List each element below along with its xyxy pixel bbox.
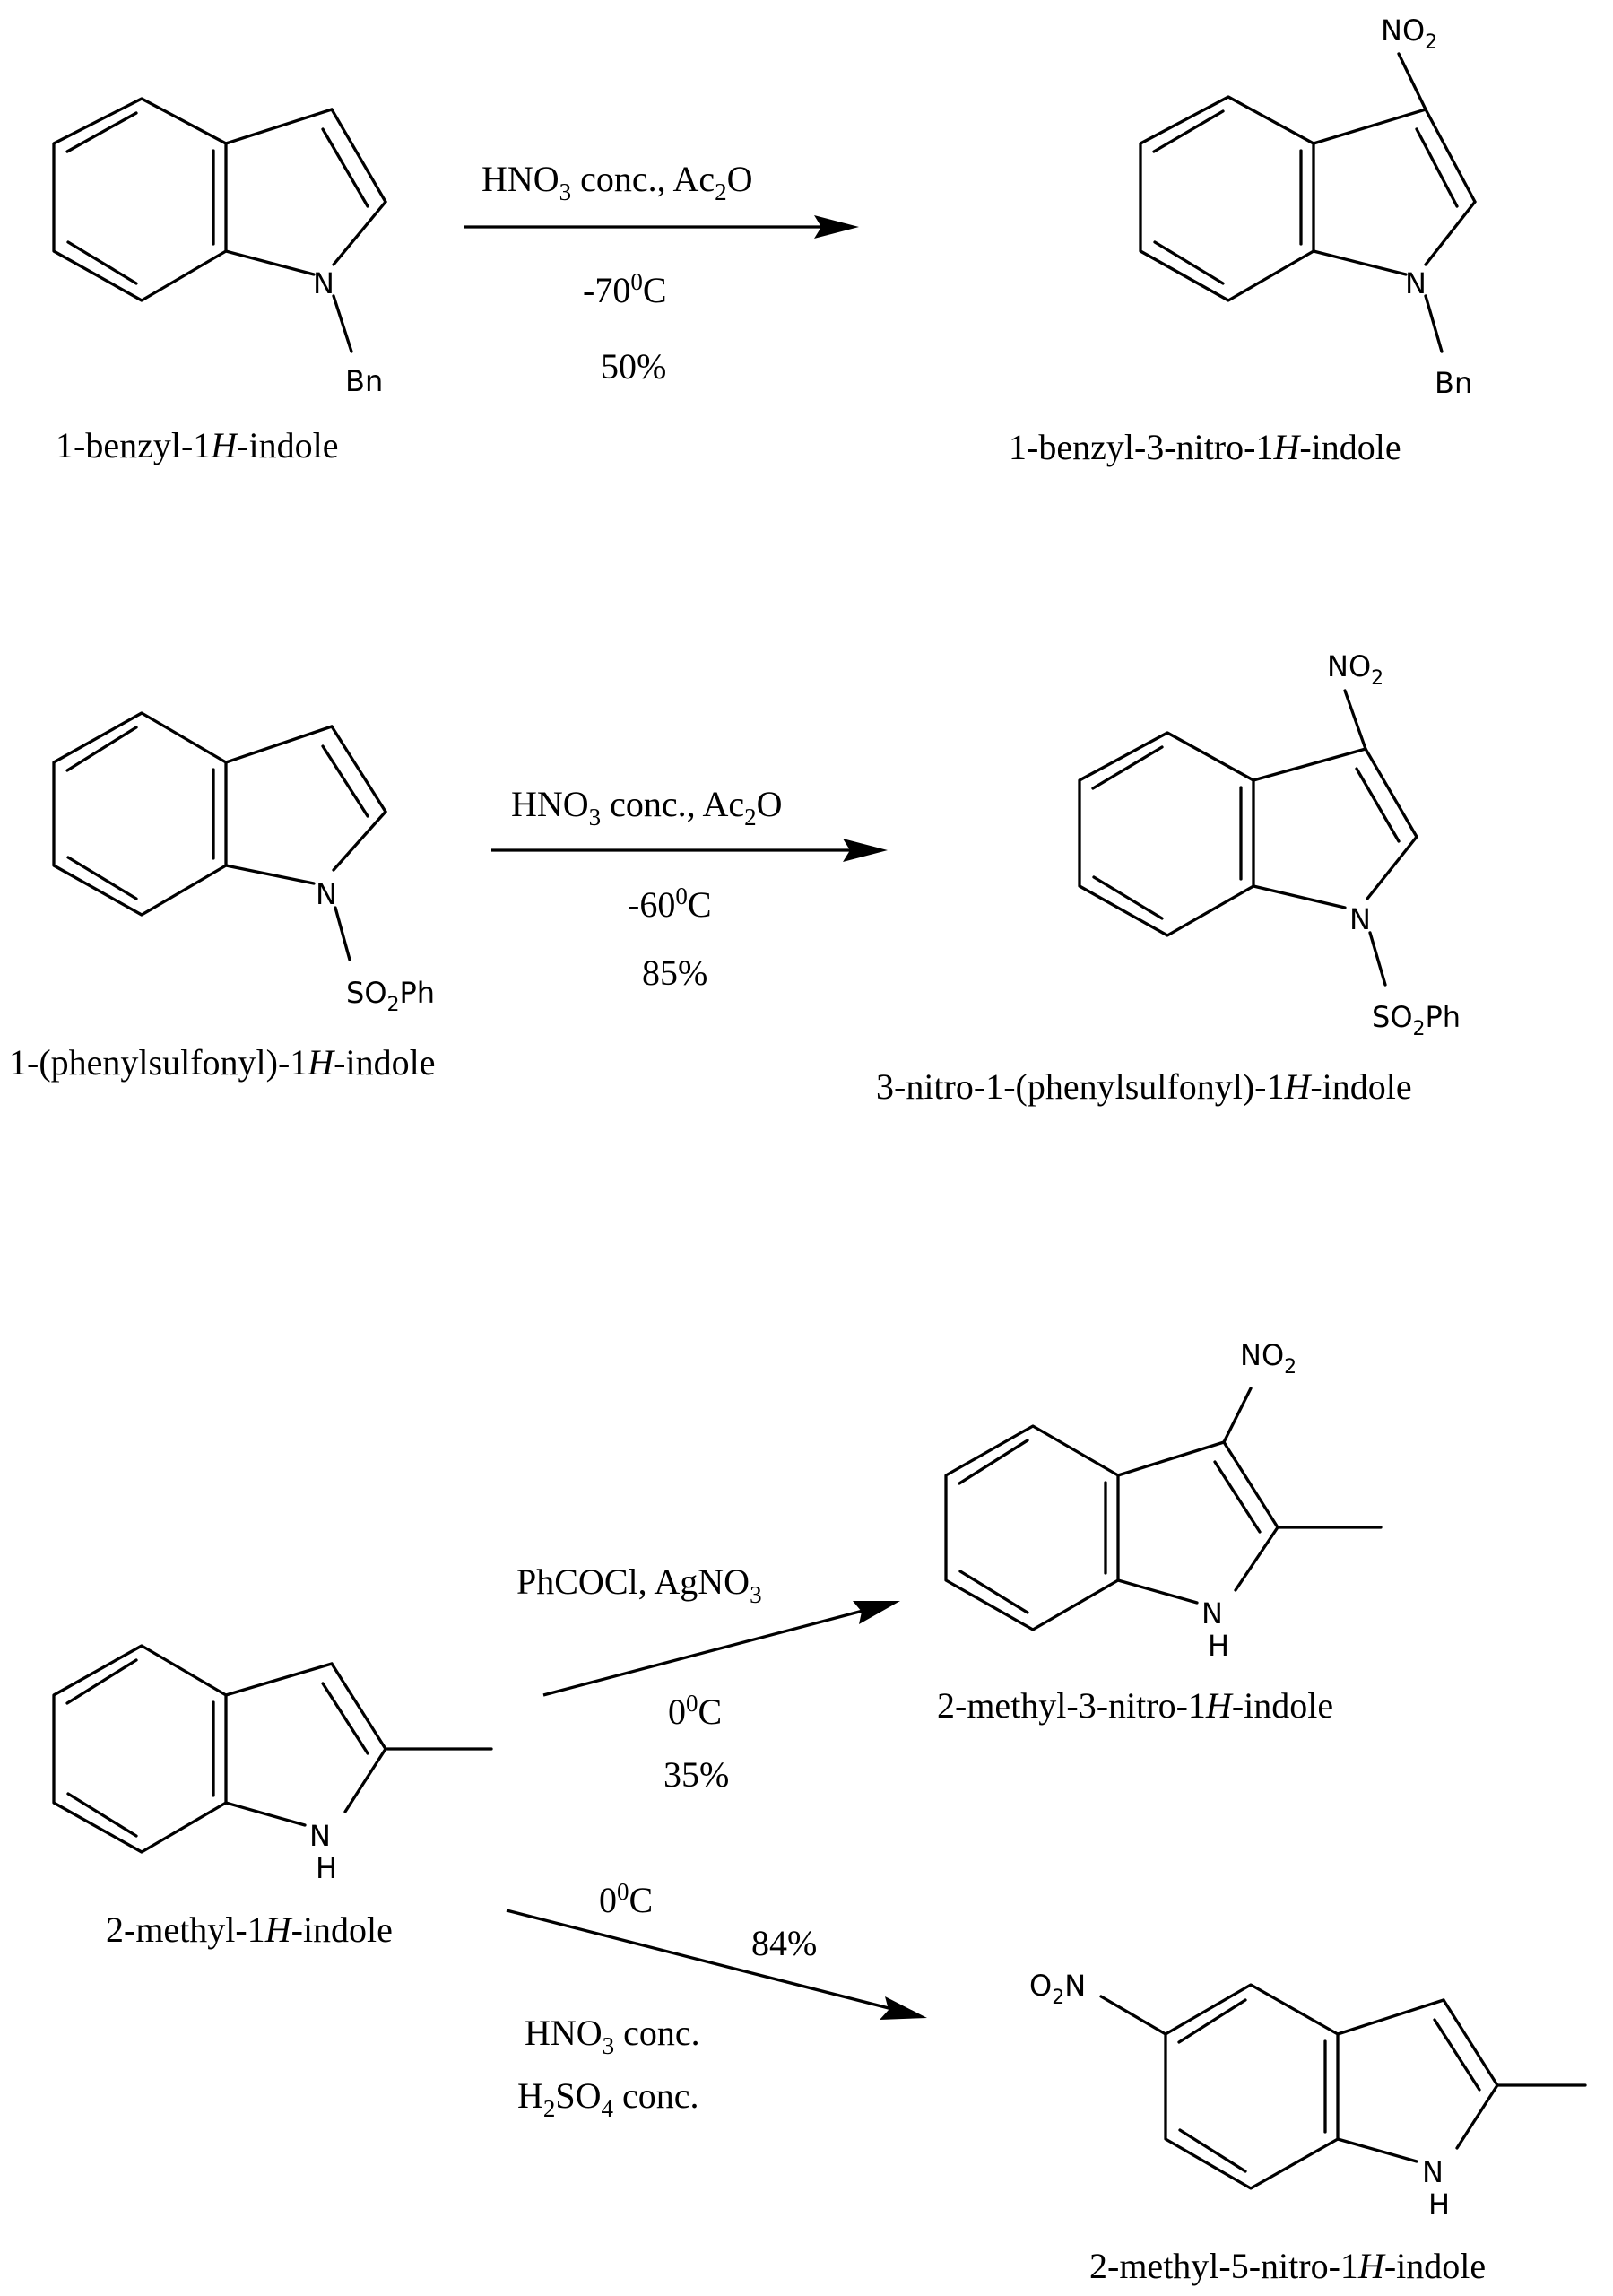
reaction-3a-temperature: 00C [668,1690,722,1732]
c3-nitro-bond [1397,52,1427,111]
reaction-3a-arrow [542,1601,900,1697]
reaction-3b-reagent-2: H2SO4 conc. [517,2075,699,2122]
pyrrole-ring [1336,1998,1499,2163]
c3-nitro-bond [1222,1387,1253,1444]
phenylsulfonyl-label: SO2Ph [346,976,435,1016]
reaction-2-arrow [491,839,888,862]
reaction-3b-arrow [506,1909,927,2020]
benzyl-label: Bn [1435,366,1472,400]
reaction-1-temperature: -700C [583,268,667,310]
reaction-3a-yield: 35% [663,1754,729,1795]
product-3b-name: 2-methyl-5-nitro-1H-indole [1089,2246,1486,2286]
product-3a-name: 2-methyl-3-nitro-1H-indole [937,1685,1333,1726]
benzene-ring [944,1424,1120,1631]
nitrogen-label: N [1349,902,1371,936]
phenylsulfonyl-label: SO2Ph [1372,1000,1461,1040]
product-2-name: 3-nitro-1-(phenylsulfonyl)-1H-indole [876,1066,1412,1107]
reaction-3b-reagent-1: HNO3 conc. [525,2013,700,2059]
n-bn-bond [1424,294,1444,353]
reaction-3b-temperature: 00C [599,1878,653,1920]
reactant-2-structure: N SO2Ph [52,711,435,1016]
product-3a-structure: NO2 N H [944,1338,1383,1663]
pyrrole-ring [224,1662,387,1827]
c5-nitro-bond [1099,1995,1167,2036]
nitrogen-label: N [1422,2155,1444,2189]
product-1-name: 1-benzyl-3-nitro-1H-indole [1009,427,1401,467]
n-so2ph-bond [334,906,351,961]
nitro-label: NO2 [1381,13,1437,54]
reaction-2-yield: 85% [642,952,707,993]
benzene-ring [52,97,228,302]
pyrrole-ring [224,108,387,276]
reactant-3-structure: N H [52,1644,493,1885]
reaction-1-reagents: HNO3 conc., Ac2O [481,159,753,205]
c3-nitro-bond [1343,689,1367,751]
pyrrole-ring [1312,108,1477,276]
reaction-1: N Bn 1-benzyl-1H-indole HNO3 conc., Ac2O… [52,13,1477,467]
nitro-label: NO2 [1240,1338,1296,1378]
nitro-label: O2N [1029,1969,1086,2009]
product-2-structure: NO2 N SO2Ph [1078,649,1461,1040]
nitrogen-label: N [1201,1596,1223,1631]
benzene-ring [1078,731,1255,937]
reactant-3-name: 2-methyl-1H-indole [106,1909,393,1950]
reaction-2-temperature: -600C [628,883,712,925]
reactant-1-structure: N Bn [52,97,387,398]
nitrogen-label: N [309,1819,331,1853]
reaction-2-reagents: HNO3 conc., Ac2O [511,784,783,831]
n-so2ph-bond [1368,931,1387,987]
reaction-3b-yield: 84% [751,1923,817,1963]
reaction-3: N H 2-methyl-1H-indole PhCOCl, AgNO3 00C… [52,1338,1587,2286]
nitrogen-label: N [316,877,337,911]
benzene-ring [52,711,228,917]
reaction-1-arrow [464,215,859,239]
reaction-3a-reagents: PhCOCl, AgNO3 [516,1561,762,1608]
benzene-ring [1164,1983,1340,2190]
pyrrole-ring [1252,747,1418,909]
product-1-structure: NO2 N Bn [1139,13,1477,400]
benzyl-label: Bn [345,364,383,398]
pyrrole-ring [1116,1440,1279,1605]
nh-hydrogen-label: H [1428,2187,1450,2222]
reactant-2-name: 1-(phenylsulfonyl)-1H-indole [9,1042,435,1083]
nh-hydrogen-label: H [1208,1629,1229,1663]
product-3b-structure: O2N N H [1029,1969,1587,2222]
nh-hydrogen-label: H [316,1851,337,1885]
reactant-1-name: 1-benzyl-1H-indole [56,425,338,465]
reaction-2: N SO2Ph 1-(phenylsulfonyl)-1H-indole HNO… [9,649,1461,1107]
benzene-ring [52,1644,228,1854]
nitrogen-label: N [1405,266,1427,300]
reaction-1-yield: 50% [601,346,666,387]
n-bn-bond [332,294,353,353]
nitrogen-label: N [313,266,334,300]
pyrrole-ring [224,725,387,885]
nitro-label: NO2 [1327,649,1383,690]
benzene-ring [1139,95,1315,302]
